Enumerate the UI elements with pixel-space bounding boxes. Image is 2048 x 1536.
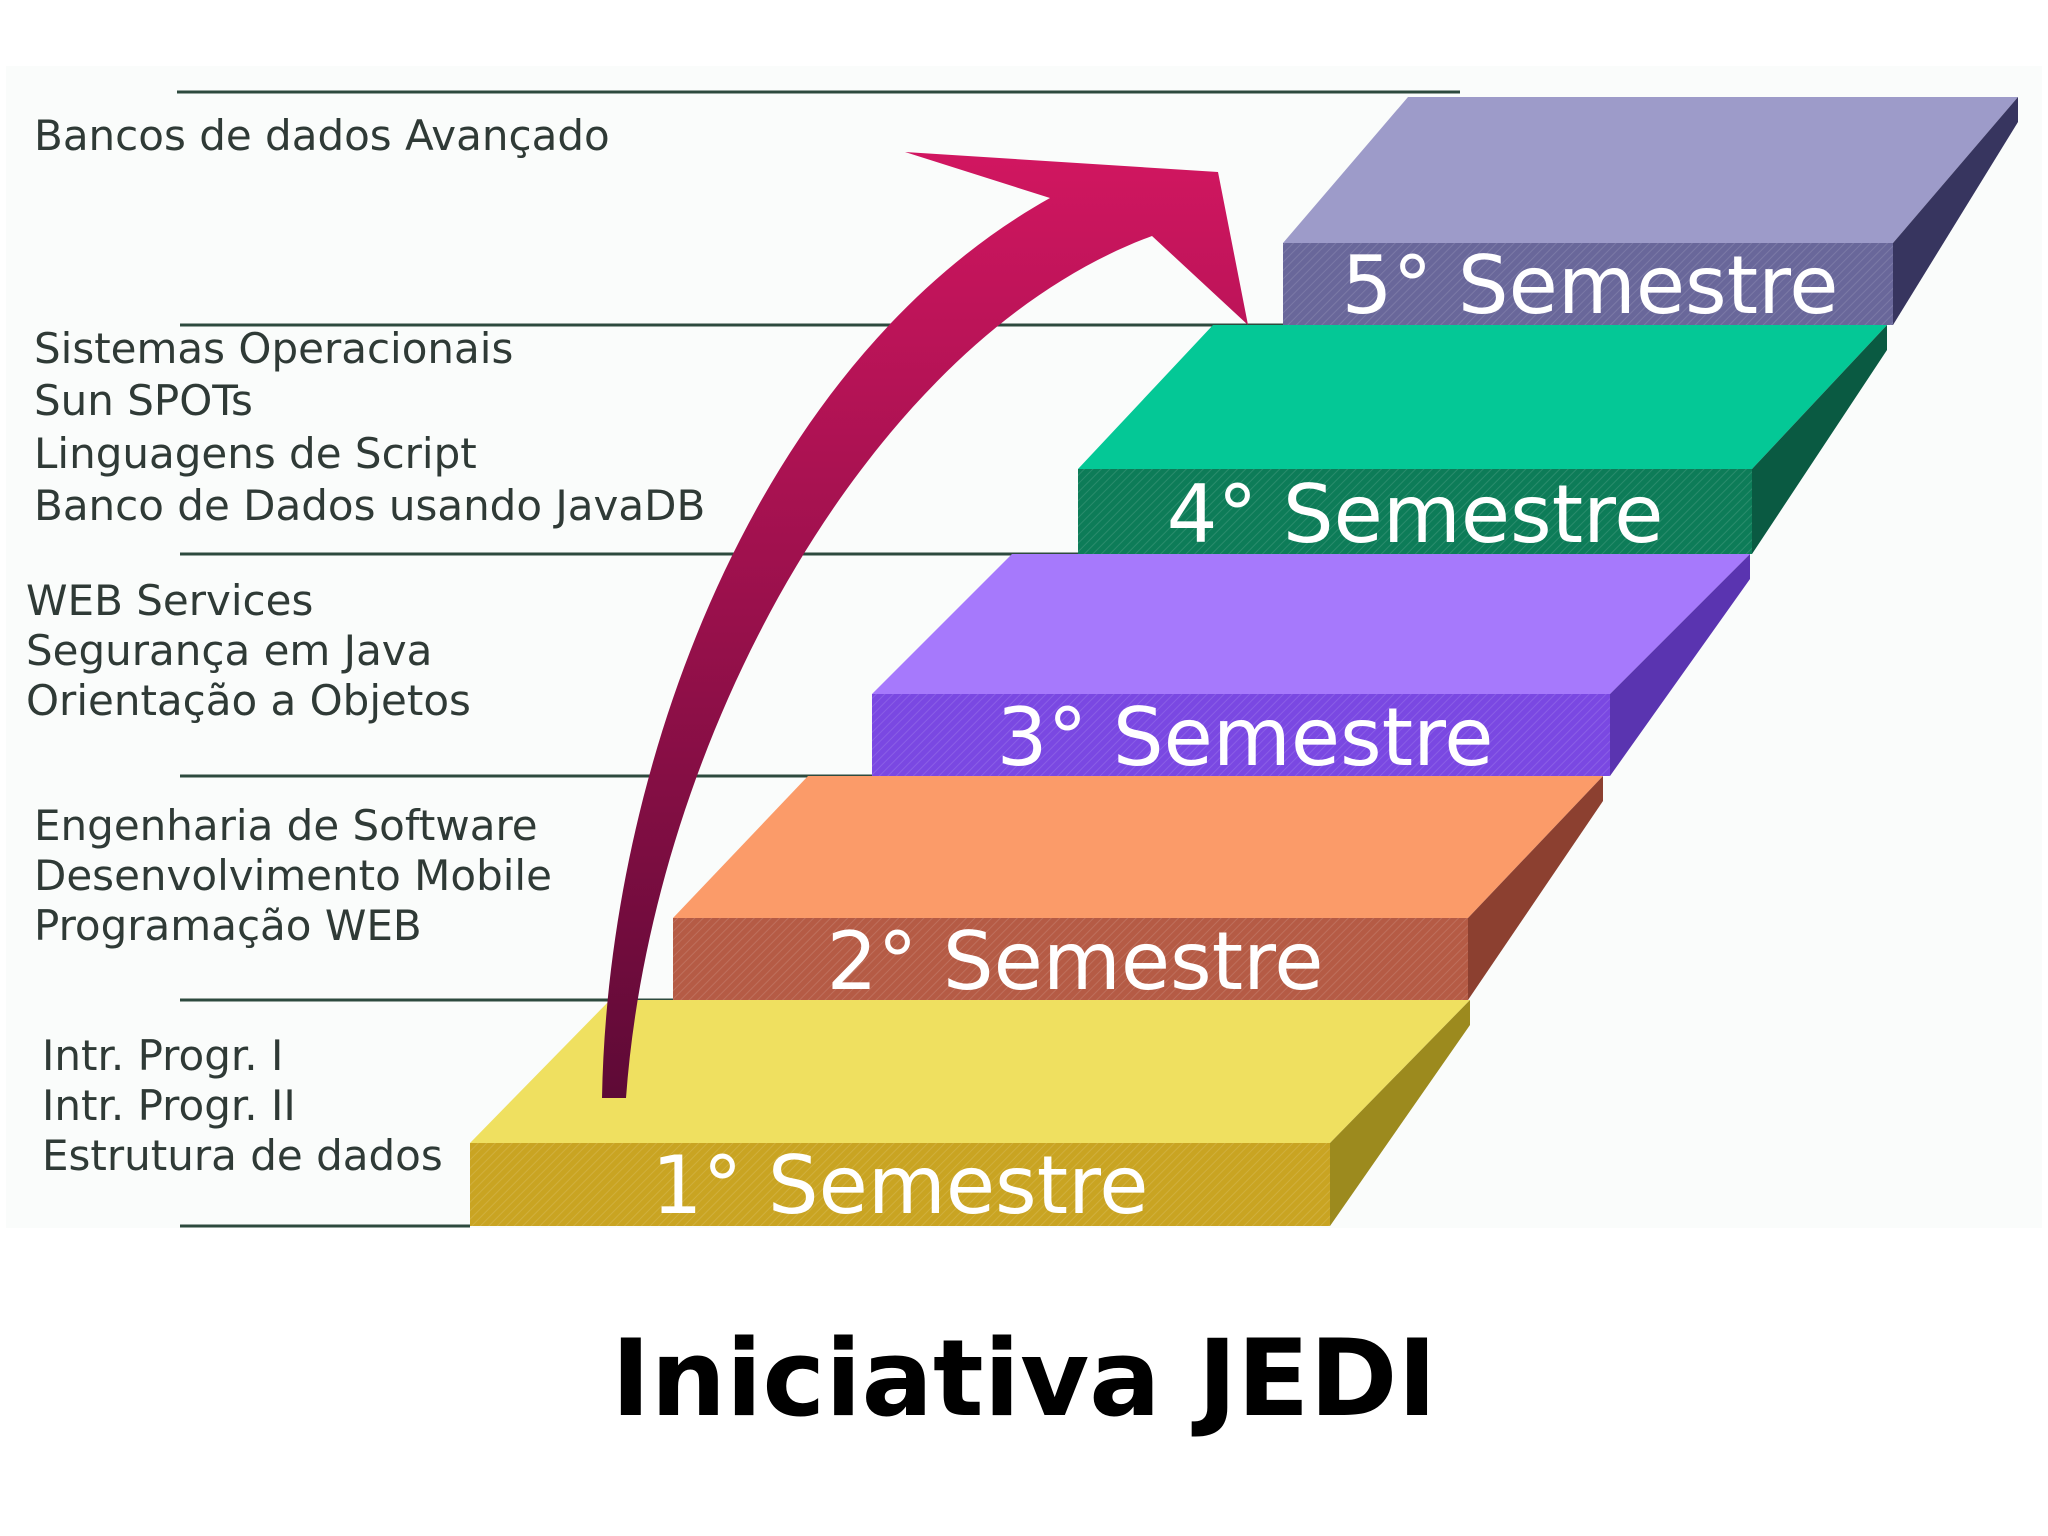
step-label: 1° Semestre: [652, 1139, 1149, 1232]
step-side-face: [1468, 776, 1603, 1000]
page-title: Iniciativa JEDI: [611, 1317, 1437, 1440]
step-label: 3° Semestre: [997, 691, 1494, 784]
step-front-texture: [872, 694, 1610, 776]
course-item: Estrutura de dados: [42, 1131, 443, 1180]
course-item: Orientação a Objetos: [26, 676, 471, 725]
curved-arrow-icon: [602, 152, 1248, 1098]
step-side-face: [1330, 1000, 1470, 1226]
step-top-face: [1283, 97, 2018, 243]
step-label: 5° Semestre: [1342, 239, 1839, 332]
course-item: Banco de Dados usando JavaDB: [34, 481, 705, 530]
step-top-face: [673, 776, 1603, 918]
course-item: Intr. Progr. II: [42, 1081, 296, 1130]
course-item: Engenharia de Software: [34, 801, 538, 850]
step-side-face: [1610, 554, 1750, 776]
step-label: 4° Semestre: [1167, 468, 1664, 561]
step-label: 2° Semestre: [827, 915, 1324, 1008]
step-front-texture: [1078, 469, 1752, 554]
course-item: Desenvolvimento Mobile: [34, 851, 552, 900]
step-4: 4° Semestre: [1078, 325, 1887, 561]
step-side-face: [1893, 97, 2018, 325]
course-item: Segurança em Java: [26, 626, 432, 675]
course-item: Linguagens de Script: [34, 429, 477, 478]
course-item: WEB Services: [26, 576, 313, 625]
course-item: Sun SPOTs: [34, 376, 253, 425]
step-front-texture: [1283, 243, 1893, 325]
step-1: 1° Semestre: [470, 1000, 1470, 1232]
step-side-face: [1752, 325, 1887, 554]
step-top-face: [1078, 325, 1887, 469]
course-item: Sistemas Operacionais: [34, 324, 513, 373]
step-top-face: [872, 554, 1750, 694]
steps: 1° Semestre 2° Semestre 3° Semestre 4° Seme…: [470, 97, 2018, 1232]
step-front-texture: [673, 918, 1468, 1000]
course-item: Intr. Progr. I: [42, 1031, 283, 1080]
step-3: 3° Semestre: [872, 554, 1750, 784]
step-2: 2° Semestre: [673, 776, 1603, 1008]
step-top-face: [470, 1000, 1470, 1143]
step-front-texture: [470, 1143, 1330, 1226]
course-item: Bancos de dados Avançado: [34, 111, 610, 160]
course-item: Programação WEB: [34, 901, 422, 950]
separator-lines: [177, 90, 1460, 1228]
step-5: 5° Semestre: [1283, 97, 2018, 332]
